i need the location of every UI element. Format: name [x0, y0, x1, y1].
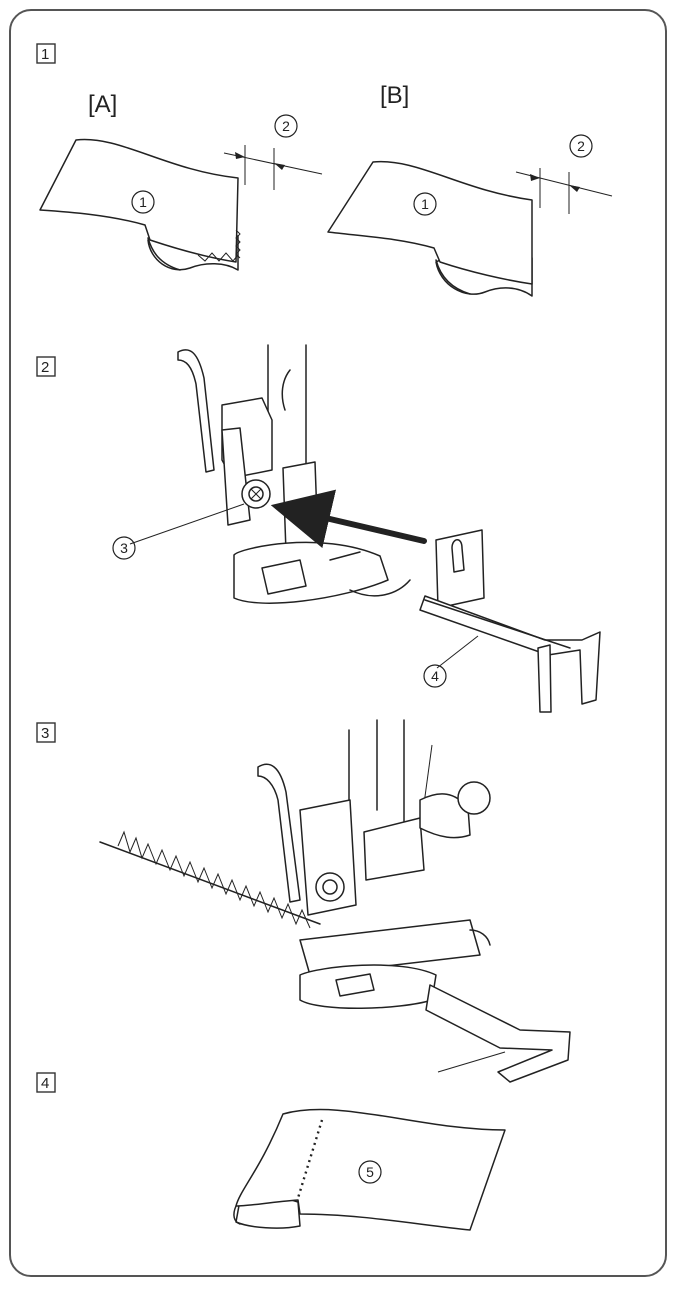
- insert-arrow: [270, 489, 427, 549]
- svg-text:4: 4: [431, 668, 439, 684]
- callout-screw-leader: [129, 503, 245, 545]
- svg-text:4: 4: [41, 1075, 49, 1092]
- callout-guide-leader: [436, 635, 479, 669]
- callout-fabric-b: 1: [413, 192, 437, 216]
- seam-guide-installed: [425, 984, 571, 1083]
- svg-text:3: 3: [120, 540, 128, 556]
- callout-seam-allowance-a: 2: [274, 114, 298, 138]
- step-4-marker: 4: [36, 1072, 56, 1093]
- step-3-marker: 3: [36, 722, 56, 743]
- zigzag-stitch-line: [99, 830, 321, 929]
- fabric-a-folded: [39, 138, 241, 271]
- callout-screw: 3: [112, 536, 136, 560]
- callout-fabric-a: 1: [131, 190, 155, 214]
- step-1-marker: 1: [36, 43, 56, 64]
- presser-foot-assembly: [177, 344, 411, 604]
- svg-text:2: 2: [282, 118, 290, 134]
- seam-allowance-a-dimension: [223, 145, 323, 190]
- step-2-marker: 2: [36, 356, 56, 377]
- svg-text:1: 1: [421, 196, 429, 212]
- variant-a-label: [A]: [88, 91, 117, 118]
- fabric-b-folded: [327, 160, 533, 297]
- svg-text:5: 5: [366, 1164, 374, 1180]
- svg-text:1: 1: [139, 194, 147, 210]
- variant-b-label: [B]: [380, 82, 409, 109]
- svg-text:2: 2: [577, 138, 585, 154]
- svg-text:2: 2: [41, 359, 49, 376]
- callout-result: 5: [358, 1160, 382, 1184]
- svg-text:1: 1: [41, 46, 49, 63]
- seam-allowance-b-dimension: [515, 168, 613, 214]
- finished-hem-fabric: [233, 1108, 506, 1231]
- seam-guide-attachment: [419, 529, 601, 713]
- figure-frame: [9, 9, 667, 1277]
- callout-guide: 4: [423, 664, 447, 688]
- presser-foot-sewing: [257, 719, 491, 1009]
- callout-seam-allowance-b: 2: [569, 134, 593, 158]
- svg-text:3: 3: [41, 725, 49, 742]
